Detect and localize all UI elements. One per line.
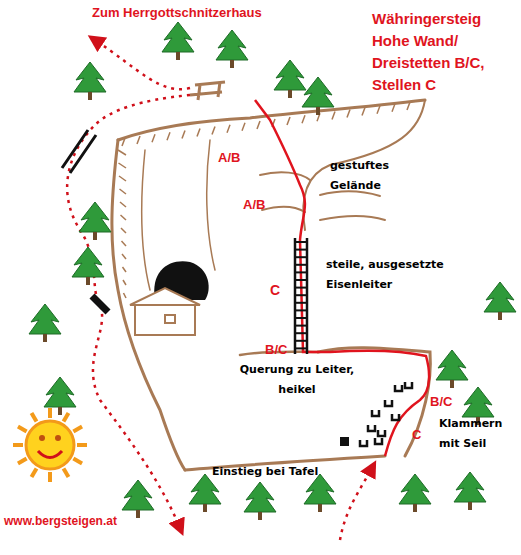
website-watermark: www.bergsteigen.at [4, 514, 154, 528]
bench [190, 82, 225, 100]
grade-label: B/C [265, 342, 305, 357]
grade-label: A/B [218, 150, 258, 165]
terrain-note: gestuftes Gelände [330, 156, 430, 196]
clamps [360, 382, 412, 446]
terrain-note: Querung zu Leiter, heikel [232, 360, 362, 400]
grade-label: C [412, 427, 432, 442]
grade-label: B/C [430, 394, 470, 409]
trees [29, 22, 516, 520]
grade-label: C [270, 282, 290, 298]
sign-board [340, 437, 349, 446]
terrain-note: steile, ausgesetzte Eisenleiter [326, 255, 466, 295]
iron-ladder [295, 238, 307, 354]
destination-label: Zum Herrgottschnitzerhaus [92, 5, 332, 20]
terrain-note: Klammern mit Seil [439, 414, 517, 454]
grade-label: A/B [243, 197, 283, 212]
sun [13, 408, 87, 482]
map-title: Währingersteig Hohe Wand/ Dreistetten B/… [372, 8, 517, 96]
hut [130, 288, 200, 335]
start-note: Einstieg bei Tafel [212, 462, 362, 482]
